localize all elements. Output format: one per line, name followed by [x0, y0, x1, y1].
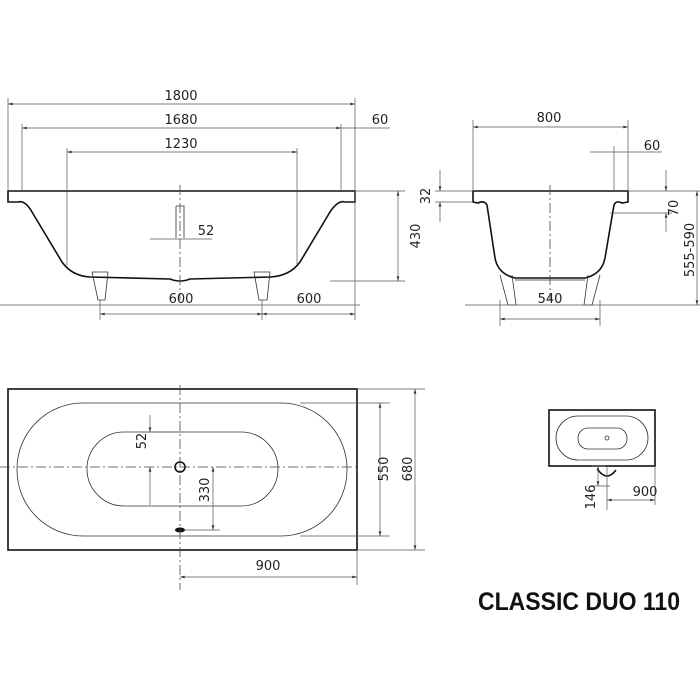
side-overflow-pipe	[175, 205, 185, 238]
side-view: 1800 1680 1230 60 52 600 600 430	[0, 89, 424, 320]
side-legs	[91, 271, 271, 301]
small-drain-icon	[604, 435, 610, 441]
small-bottom-area	[577, 427, 628, 450]
dim-60-end: 60	[644, 139, 661, 154]
small-inner-basin	[555, 415, 649, 461]
dim-32: 32	[419, 188, 434, 205]
dim-1680: 1680	[164, 113, 197, 128]
dim-70: 70	[667, 200, 682, 217]
small-outer-rim	[548, 409, 656, 467]
plan-outer-rim	[7, 388, 358, 551]
dim-900-plan: 900	[256, 559, 281, 574]
dim-430: 430	[409, 224, 424, 249]
side-tub-outline	[7, 190, 356, 282]
dim-1800: 1800	[164, 89, 197, 104]
dim-60-side: 60	[372, 113, 389, 128]
dim-555-590: 555-590	[683, 223, 698, 277]
model-title: CLASSIC DUO 110	[478, 588, 680, 616]
plan-bottom-area	[86, 431, 279, 507]
end-tub-outline	[472, 190, 629, 279]
dim-52-side: 52	[198, 224, 215, 239]
dim-550: 550	[377, 457, 392, 482]
dim-330: 330	[198, 478, 213, 503]
dim-52-plan: 52	[135, 433, 150, 450]
dim-146: 146	[584, 485, 599, 510]
dim-540: 540	[538, 292, 563, 307]
dim-800: 800	[537, 111, 562, 126]
dim-680: 680	[401, 457, 416, 482]
plan-view: 52 330 550 680 900	[0, 385, 425, 590]
dim-900-small: 900	[633, 485, 658, 500]
plan-inner-basin	[16, 402, 348, 537]
plan-small: 146 900	[548, 409, 658, 510]
dim-600-a: 600	[169, 292, 194, 307]
end-view: 800 60 32 70 555-590 540	[419, 111, 700, 326]
dim-1230: 1230	[164, 137, 197, 152]
dim-600-b: 600	[297, 292, 322, 307]
